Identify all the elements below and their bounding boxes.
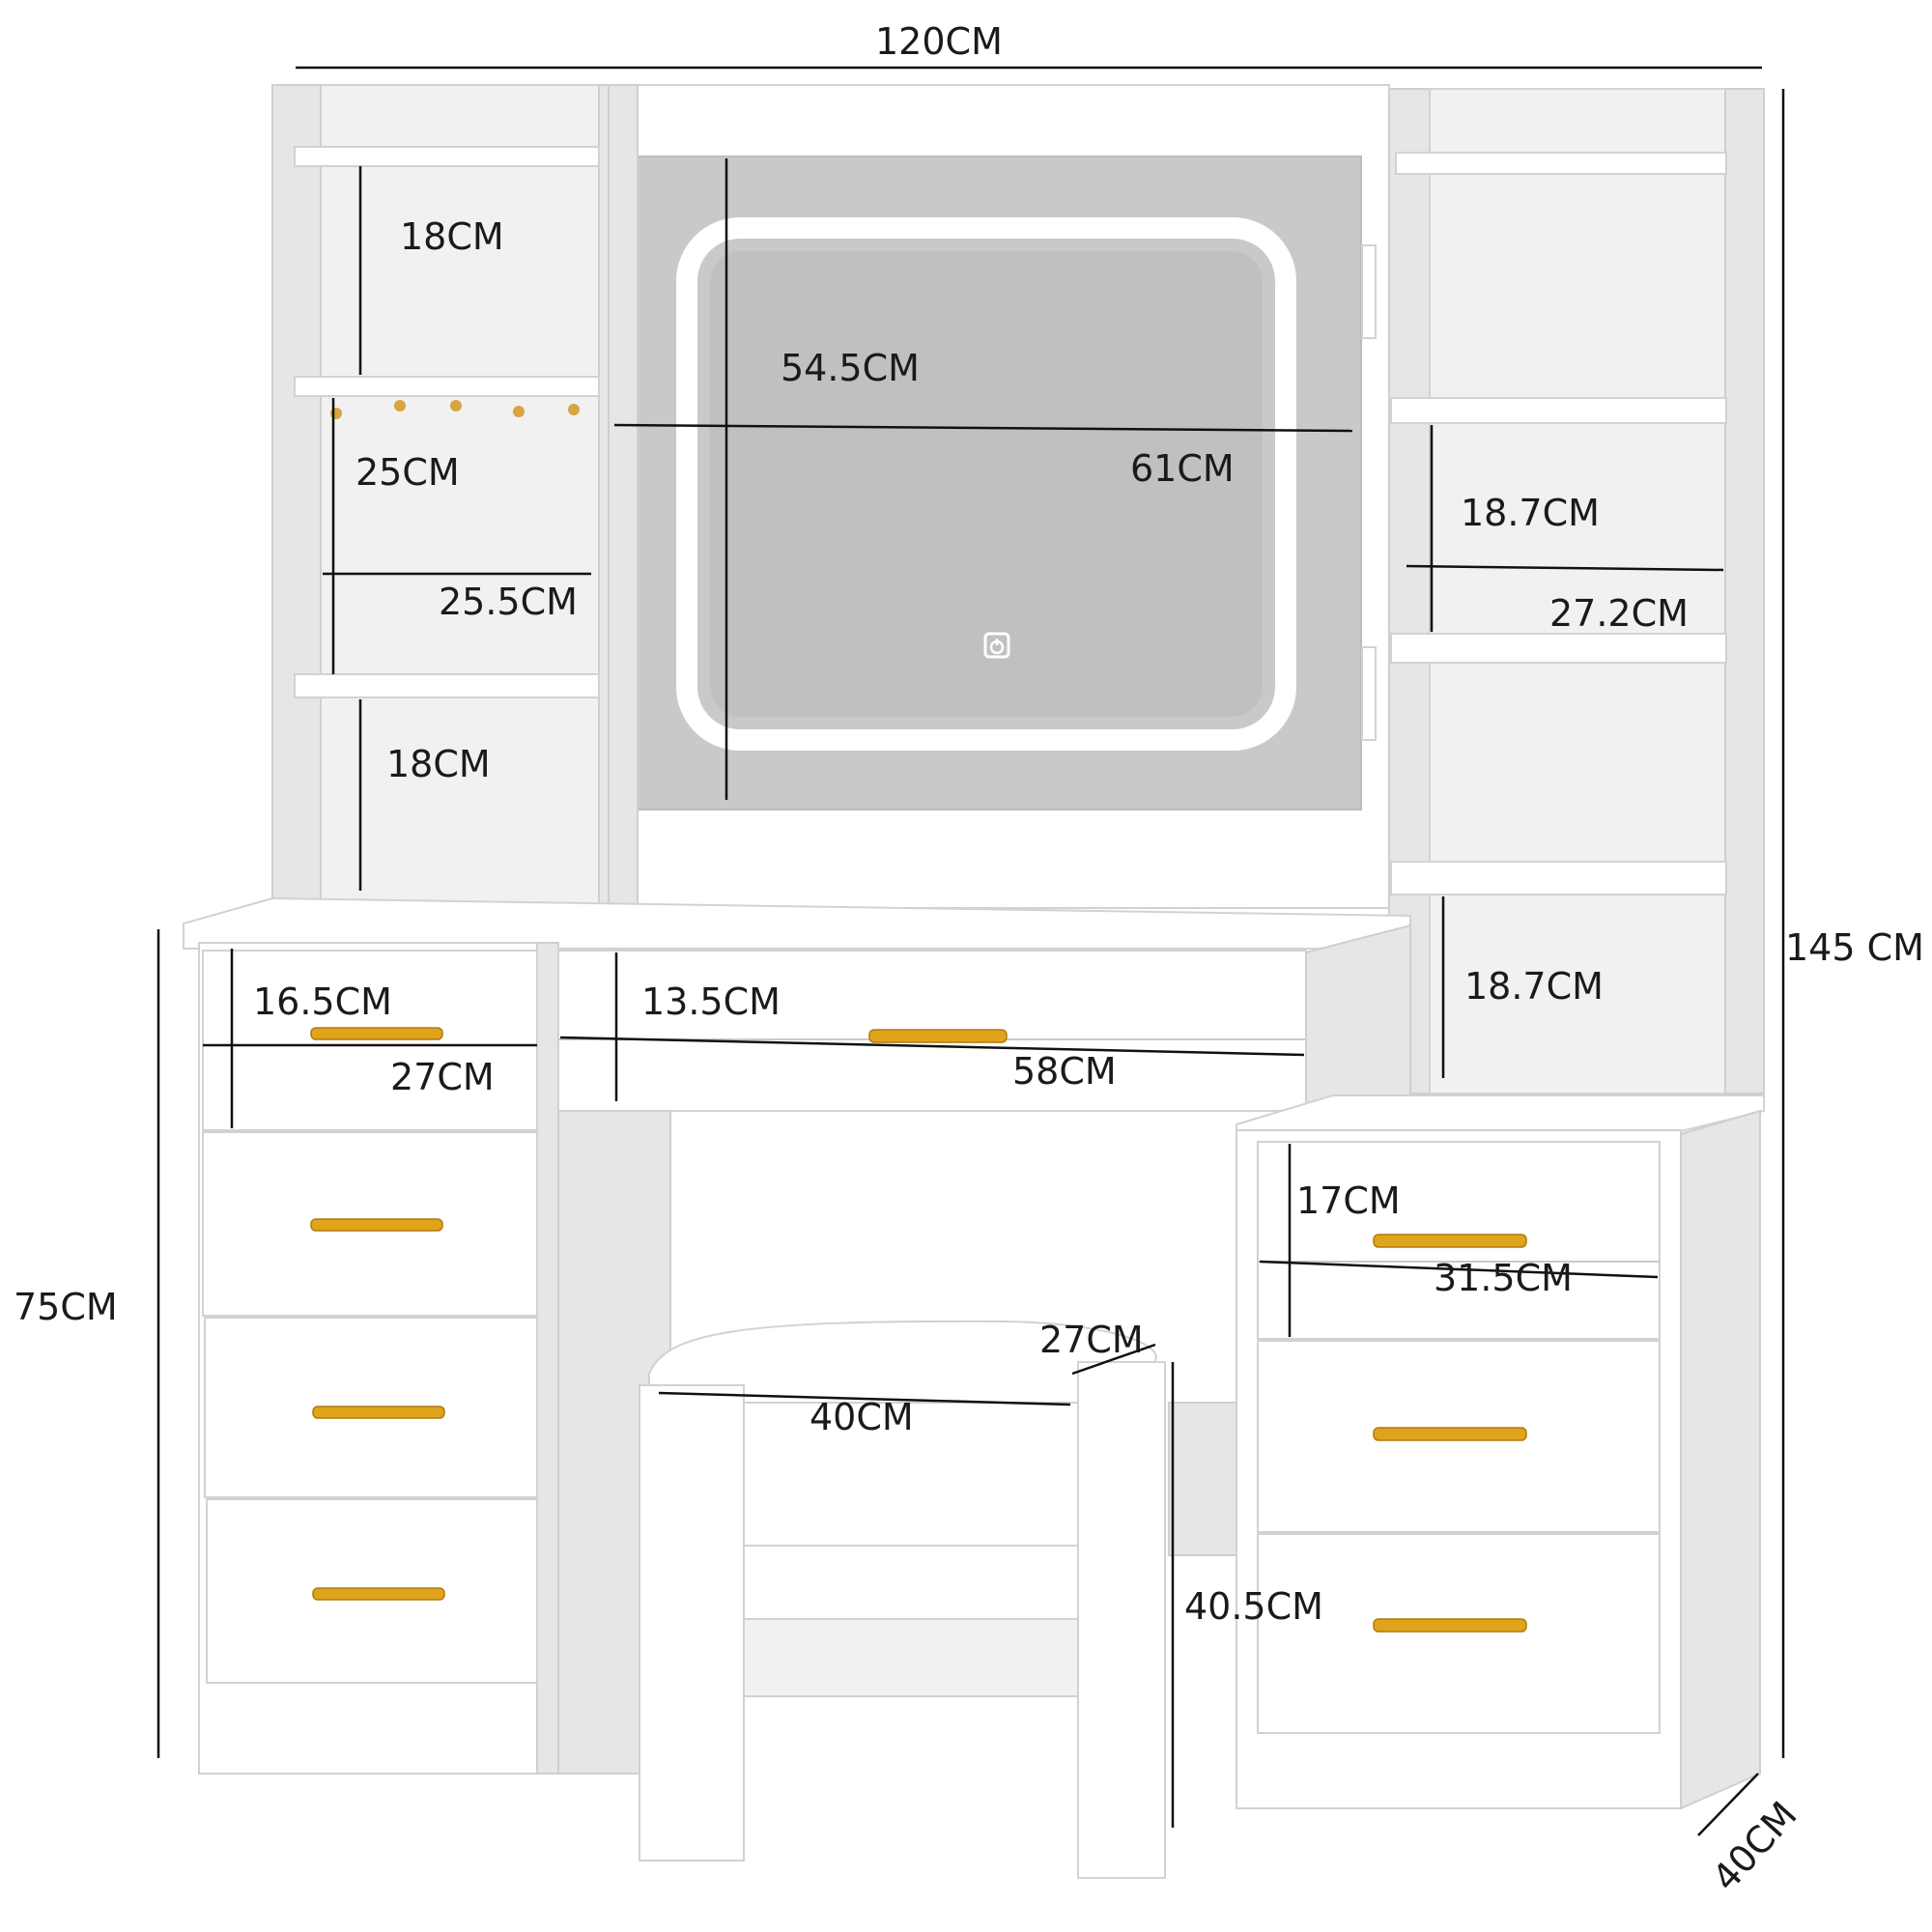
drawer-handle[interactable] [312, 1587, 445, 1601]
drawer-handle[interactable] [1373, 1234, 1527, 1248]
stool-height-label: 40.5CM [1184, 1585, 1323, 1628]
left-hook-shelf-label: 25CM [355, 451, 460, 494]
stool-leg-left [639, 1384, 745, 1861]
drawer-handle[interactable] [868, 1029, 1008, 1043]
right-shelf-width-line [1406, 564, 1724, 572]
mirror-glass [710, 251, 1263, 717]
left-bottom-shelf-label: 18CM [386, 743, 491, 785]
mirror-led-frame [676, 217, 1296, 751]
right-tower-back [1429, 88, 1726, 1094]
left-shelf-width-label: 25.5CM [439, 581, 578, 623]
left-drawer-1 [202, 950, 538, 1131]
center-drawer-side [1305, 923, 1411, 1124]
right-tower-side [1724, 88, 1765, 1094]
right-shelf-height-label: 18.7CM [1461, 492, 1600, 534]
hook-icon [568, 404, 580, 415]
center-drawer-width-label: 58CM [1012, 1050, 1117, 1093]
center-hutch-top-left-post [608, 84, 639, 909]
left-shelf-3 [294, 673, 600, 698]
stool-width-line [658, 1391, 1071, 1406]
depth-line [1697, 1773, 1759, 1836]
left-shelf-1 [294, 146, 600, 167]
vanity-illustration [183, 84, 1765, 1879]
right-bottom-shelf-label: 18.7CM [1464, 965, 1604, 1008]
right-drawer-3 [1257, 1533, 1661, 1734]
right-shelf-1 [1395, 152, 1727, 175]
center-drawer-width-line [559, 1036, 1305, 1057]
right-shelf-4 [1390, 861, 1727, 895]
drawer-handle[interactable] [310, 1218, 443, 1232]
desk-height-label: 75CM [14, 1286, 118, 1328]
center-drawer-height-label: 13.5CM [641, 980, 781, 1023]
stool-leg-right [1077, 1361, 1166, 1879]
stool-cushion [648, 1320, 1157, 1404]
mirror-height-label: 54.5CM [781, 347, 920, 389]
drawer-handle[interactable] [312, 1406, 445, 1419]
left-tower-back [318, 84, 600, 909]
left-drawer-width-label: 27CM [390, 1056, 495, 1098]
right-shelf-2 [1390, 397, 1727, 424]
left-drawer-height-label: 16.5CM [253, 980, 392, 1023]
mirror-width-label: 61CM [1130, 447, 1235, 490]
touch-power-icon [983, 632, 1010, 659]
stool [639, 1320, 1166, 1879]
drawer-handle[interactable] [1373, 1427, 1527, 1441]
drawer-handle[interactable] [1373, 1618, 1527, 1633]
mirror-hinge [1361, 646, 1377, 741]
left-tower-side [271, 84, 322, 909]
back-panel [1168, 1402, 1237, 1556]
mirror-hinge [1361, 244, 1377, 339]
depth-label: 40CM [1704, 1794, 1805, 1899]
right-drawer-width-line [1259, 1260, 1659, 1279]
right-pedestal-side [1680, 1109, 1761, 1810]
right-shelf-width-label: 27.2CM [1549, 592, 1689, 635]
stool-depth-line [1071, 1343, 1156, 1376]
hook-icon [394, 400, 406, 412]
left-shelf-2 [294, 376, 600, 397]
stool-depth-label: 27CM [1039, 1319, 1144, 1361]
stool-width-label: 40CM [810, 1396, 914, 1438]
stool-stretcher [743, 1618, 1079, 1697]
drawer-handle[interactable] [310, 1027, 443, 1040]
left-top-shelf-label: 18CM [400, 215, 504, 258]
hook-icon [450, 400, 462, 412]
left-pedestal-side [536, 942, 559, 1775]
mirror-width-line [613, 423, 1353, 433]
total-height-label: 145 CM [1785, 926, 1924, 969]
total-width-label: 120CM [875, 20, 1003, 63]
dimension-lines [156, 66, 1785, 1836]
hook-icon [513, 406, 525, 417]
right-drawer-width-label: 31.5CM [1434, 1257, 1573, 1299]
right-shelf-3 [1390, 633, 1727, 664]
right-drawer-height-label: 17CM [1296, 1179, 1401, 1222]
